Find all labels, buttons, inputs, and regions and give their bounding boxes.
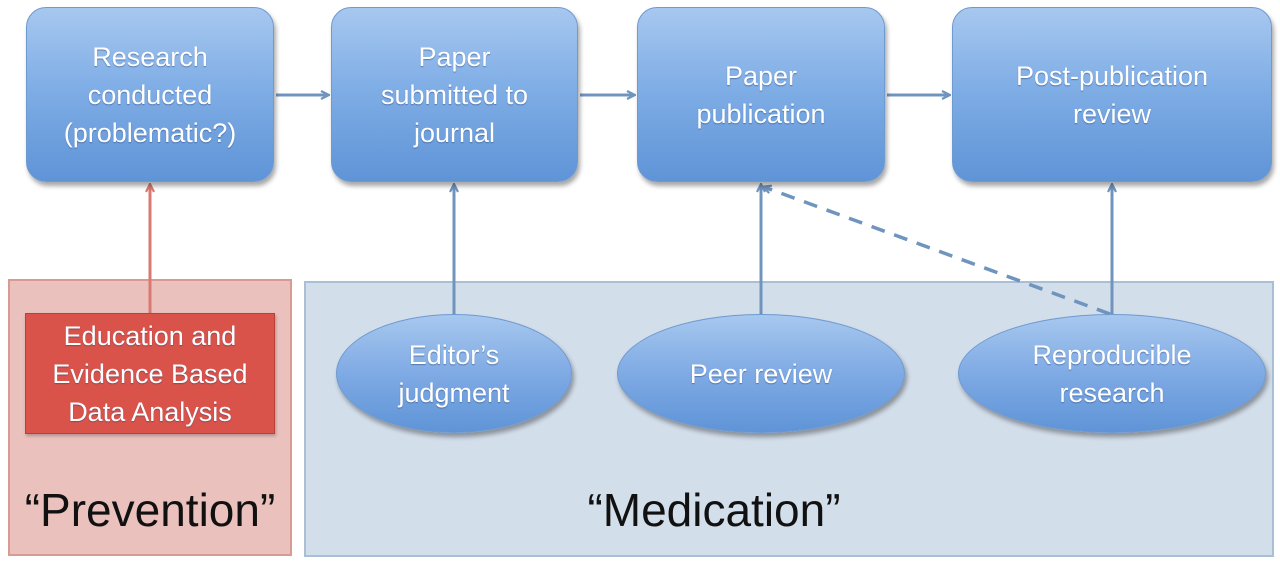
step-publication-label: Paper publication bbox=[696, 60, 826, 129]
step-paper-publication: Paper publication bbox=[637, 7, 885, 182]
mechanism-repro-label: Reproducible research bbox=[1032, 339, 1192, 408]
prevention-region-label: “Prevention” bbox=[24, 484, 276, 536]
prevention-box-label: Education and Evidence Based Data Analys… bbox=[52, 320, 248, 427]
mechanism-editor-judgment: Editor’s judgment bbox=[336, 314, 572, 433]
step-paper-submitted: Paper submitted to journal bbox=[331, 7, 578, 182]
step-submitted-label: Paper submitted to journal bbox=[380, 41, 529, 148]
step-research-conducted: Research conducted (problematic?) bbox=[26, 7, 274, 182]
step-post-publication-review: Post-publication review bbox=[952, 7, 1272, 182]
prevention-box-education: Education and Evidence Based Data Analys… bbox=[25, 313, 275, 434]
step-research-label: Research conducted (problematic?) bbox=[63, 41, 237, 148]
step-postpub-label: Post-publication review bbox=[1015, 60, 1209, 129]
mechanism-reproducible-research: Reproducible research bbox=[958, 314, 1266, 433]
mechanism-peer-review: Peer review bbox=[617, 314, 905, 433]
medication-region-label: “Medication” bbox=[587, 484, 841, 536]
mechanism-peer-label: Peer review bbox=[689, 358, 833, 389]
mechanism-editor-label: Editor’s judgment bbox=[398, 339, 510, 408]
